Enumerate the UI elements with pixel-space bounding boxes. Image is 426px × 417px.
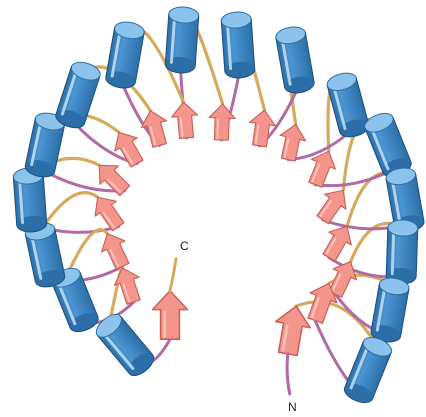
terminus-labels: C N (180, 239, 297, 414)
beta-strand-arrow-icon (87, 190, 129, 234)
c-terminus-label: C (180, 239, 189, 253)
helix-cylinder-icon (325, 70, 371, 140)
helix-cylinder-icon (342, 334, 395, 406)
helix-cylinder-icon (274, 25, 315, 95)
helix-cylinder-icon (104, 20, 145, 90)
beta-strand-arrow-icon (170, 101, 199, 139)
n-terminus-label: N (288, 400, 297, 414)
beta-strand-arrow-icon (303, 146, 341, 189)
beta-strand-arrow-icon (270, 303, 313, 357)
helix-cylinder-icon (370, 276, 411, 344)
beta-strand-ring (87, 101, 362, 357)
beta-strand-arrow-icon (108, 126, 149, 170)
helix-cylinder-icon (221, 11, 256, 79)
helix-cylinder-icon (386, 219, 418, 284)
helix-cylinder-icon (92, 310, 157, 380)
n-terminus-tail (287, 354, 290, 394)
helix-cylinder-icon (165, 6, 200, 74)
beta-strand-arrow-icon (247, 108, 278, 147)
loops-front-layer (170, 259, 290, 394)
helix-cylinder-icon (54, 59, 103, 131)
beta-strand-arrow-icon (138, 107, 172, 149)
c-terminus-tail (170, 259, 176, 291)
alpha-helix-ring (13, 6, 426, 406)
beta-strand-arrow-icon (96, 228, 135, 272)
beta-strand-arrow-icon (152, 291, 187, 340)
